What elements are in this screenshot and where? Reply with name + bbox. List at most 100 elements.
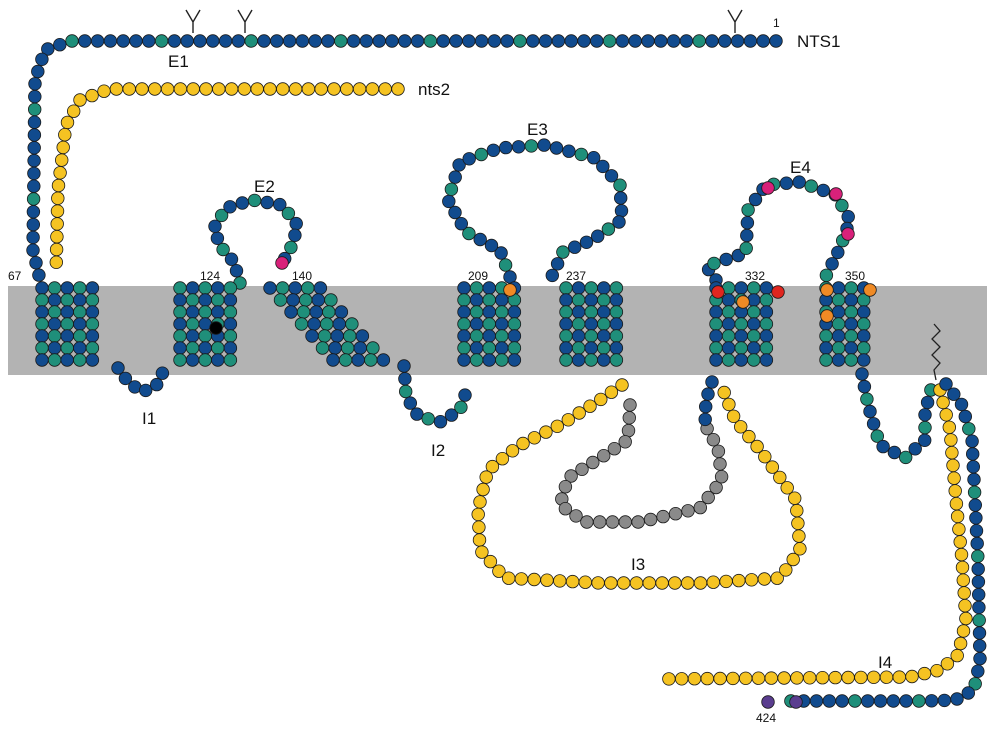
residue-bead <box>777 671 791 685</box>
label-i3: I3 <box>631 555 645 574</box>
residue-bead <box>969 524 984 538</box>
residue-bead <box>511 140 526 154</box>
helix-residue <box>198 281 212 295</box>
residue-bead <box>111 361 125 375</box>
label-i4: I4 <box>878 653 892 672</box>
helix-residue <box>759 341 774 355</box>
residue-bead <box>742 429 756 444</box>
residue-bead <box>899 450 913 465</box>
helix-residue <box>734 341 748 355</box>
residue-bead <box>701 490 715 505</box>
helix-residue <box>747 353 761 367</box>
helix-residue <box>85 353 100 367</box>
labels: NTS1 nts2 E1 E2 E3 E4 I1 I2 I3 I4 1 67 1… <box>8 16 892 725</box>
residue-bead <box>289 216 303 231</box>
helix-residue <box>35 317 49 331</box>
helix-residue <box>73 317 87 331</box>
residue-bead <box>538 34 553 48</box>
residue-bead <box>954 397 969 412</box>
residue-bead <box>631 515 645 529</box>
residue-bead <box>206 34 220 48</box>
residue-bead <box>719 252 733 267</box>
residue-bead <box>614 191 628 205</box>
residue-bead <box>972 587 986 602</box>
residue-bead <box>574 147 589 162</box>
helix-residue <box>609 317 624 331</box>
residue-bead <box>502 571 516 585</box>
residue-bead <box>719 574 733 589</box>
residue-bead <box>276 82 290 96</box>
helix-residue <box>35 305 49 319</box>
residue-bead <box>173 82 188 96</box>
helix-residue <box>571 341 586 355</box>
helix-residue <box>469 281 484 295</box>
helix-residue <box>334 305 349 319</box>
residue-bead <box>668 507 683 521</box>
residue-bead <box>526 34 540 48</box>
helix-residue <box>457 317 471 331</box>
residue-bead <box>31 64 45 79</box>
residue-bead <box>861 694 875 708</box>
helix-residue <box>831 329 846 343</box>
residue-bead <box>819 268 834 283</box>
residue-bead <box>118 371 133 386</box>
residue-bead <box>442 194 456 209</box>
residue-bead <box>615 34 630 48</box>
residue-bead <box>485 459 500 474</box>
helix-residue <box>73 293 87 307</box>
residue-bead <box>558 480 573 494</box>
residue-bead <box>876 439 890 454</box>
helix-residue <box>185 293 200 307</box>
residue-bead <box>656 509 670 524</box>
residue-bead <box>295 34 310 48</box>
residue-bead <box>604 576 618 590</box>
helix-residue <box>223 329 238 343</box>
residue-bead <box>160 82 175 96</box>
residue-332: 332 <box>745 269 765 283</box>
residue-bead <box>32 268 46 282</box>
residue-bead <box>679 34 694 48</box>
label-nts1: NTS1 <box>797 32 840 51</box>
residue-bead <box>116 34 130 48</box>
label-i2: I2 <box>431 441 445 460</box>
residue-bead <box>971 575 986 589</box>
residue-bead <box>26 192 41 206</box>
residue-bead <box>224 252 239 266</box>
residue-bead <box>605 515 620 529</box>
residue-bead <box>613 178 627 192</box>
residue-bead <box>706 575 721 589</box>
residue-bead <box>734 420 748 434</box>
residue-bead <box>950 648 964 663</box>
helix-residue <box>47 281 62 295</box>
residue-bead <box>698 412 712 427</box>
residue-bead <box>718 34 732 48</box>
residue-bead <box>556 245 570 259</box>
helix-residue <box>47 305 62 319</box>
residue-bead <box>939 377 953 391</box>
helix-residue <box>759 305 774 319</box>
residue-bead <box>498 258 513 272</box>
residue-bead <box>586 455 600 470</box>
residue-bead <box>135 82 149 96</box>
residue-bead <box>743 34 758 48</box>
residue-bead <box>835 694 849 708</box>
helix-residue <box>709 317 723 331</box>
residue-bead <box>930 664 944 678</box>
residue-bead <box>773 470 787 485</box>
residue-bead <box>973 639 987 653</box>
residue-bead <box>397 359 411 373</box>
helix-residue <box>597 329 611 343</box>
residue-bead <box>499 140 513 155</box>
residue-bead <box>458 388 472 402</box>
helix-residue <box>469 317 484 331</box>
helix-residue <box>364 353 378 367</box>
helix-residue <box>223 341 238 355</box>
helix-residue <box>60 305 74 319</box>
residue-bead <box>562 144 576 158</box>
residue-bead <box>957 586 971 600</box>
residue-bead <box>701 387 715 401</box>
residue-bead <box>769 34 783 48</box>
residue-bead <box>590 34 604 48</box>
helix-residue <box>734 281 748 295</box>
residue-bead <box>244 34 258 48</box>
